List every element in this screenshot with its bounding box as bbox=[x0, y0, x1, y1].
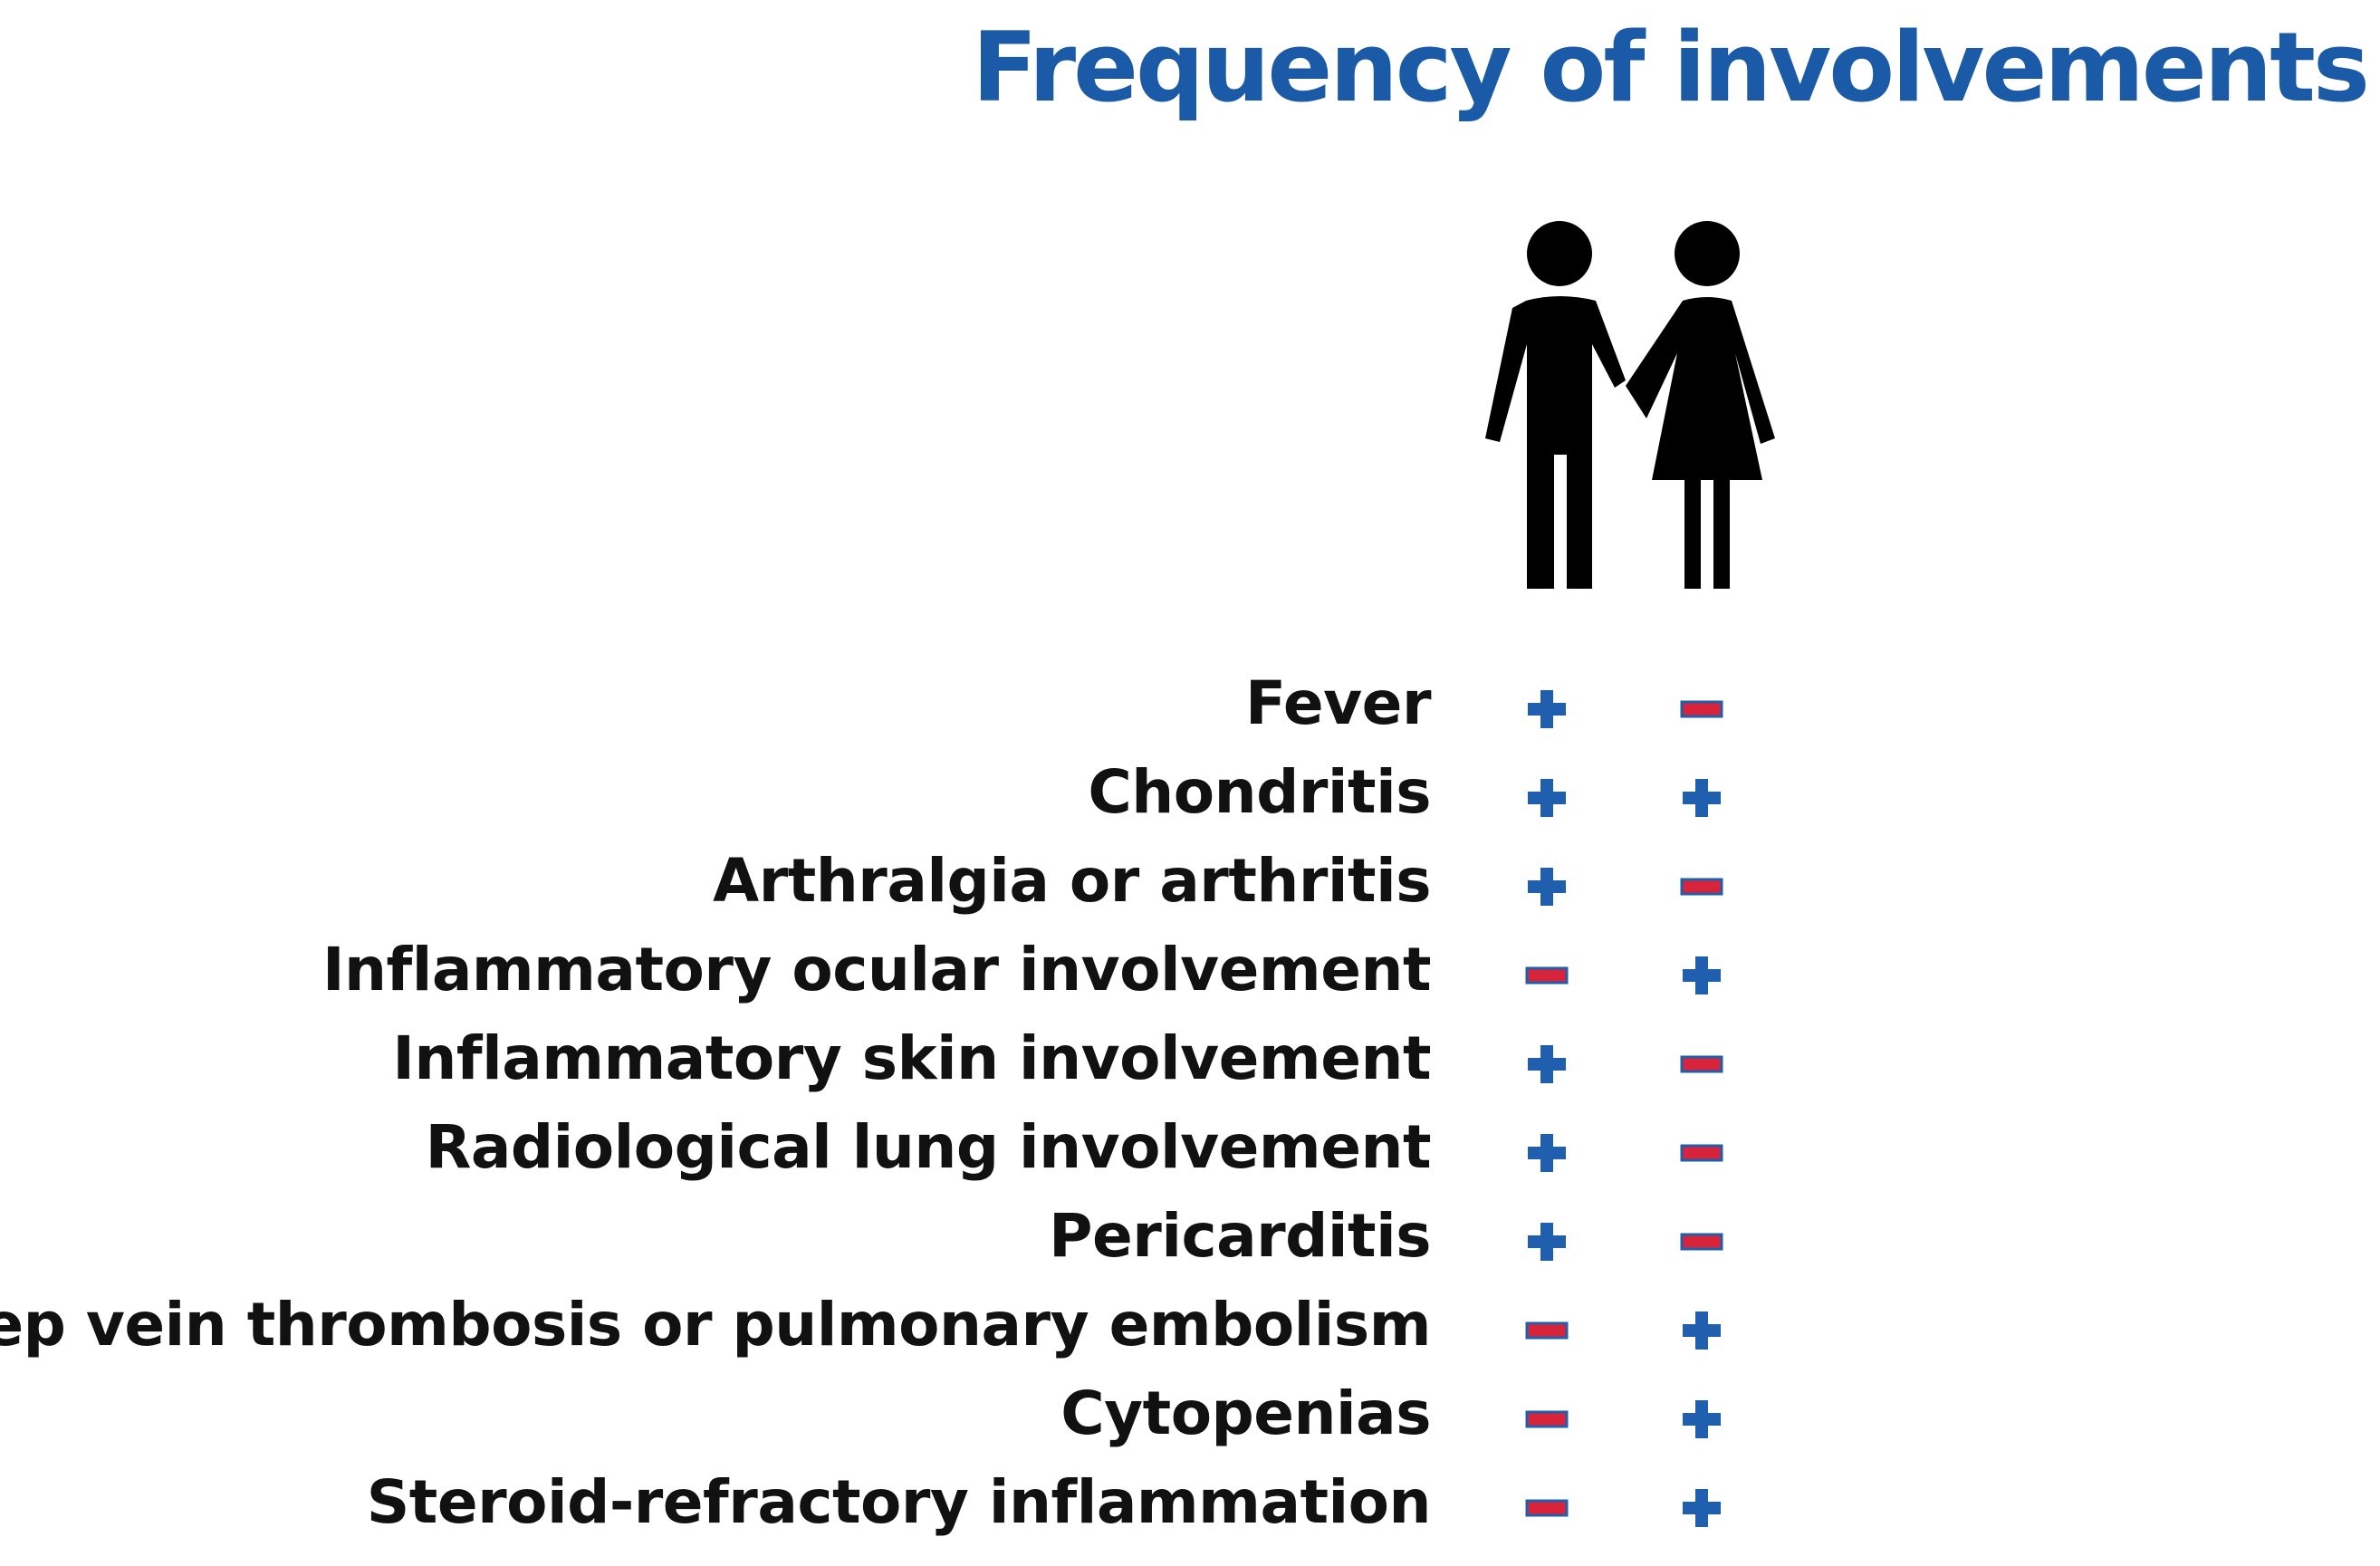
male-plus-icon bbox=[1528, 1223, 1566, 1261]
involvement-label: Fever bbox=[1244, 668, 1432, 738]
involvement-label: Steroid-refractory inflammation bbox=[366, 1467, 1432, 1537]
involvement-label: Cytopenias bbox=[1060, 1379, 1431, 1448]
male-figure-icon bbox=[1485, 221, 1626, 589]
table-row: Inflammatory ocular involvement bbox=[0, 926, 2380, 1014]
involvement-label: Pericarditis bbox=[1049, 1201, 1431, 1271]
female-minus-icon bbox=[1680, 878, 1723, 896]
female-plus-icon bbox=[1683, 1489, 1721, 1527]
table-row: Inflammatory skin involvement bbox=[0, 1014, 2380, 1103]
male-minus-icon bbox=[1525, 1321, 1569, 1340]
involvement-label: Inflammatory skin involvement bbox=[392, 1023, 1431, 1093]
involvement-label: Arthralgia or arthritis bbox=[713, 846, 1431, 916]
male-plus-icon bbox=[1528, 779, 1566, 817]
male-plus-icon bbox=[1528, 690, 1566, 728]
female-plus-icon bbox=[1683, 1311, 1721, 1350]
male-minus-icon bbox=[1525, 966, 1569, 985]
involvement-label: Deep vein thrombosis or pulmonary emboli… bbox=[0, 1290, 1432, 1359]
table-row: Arthralgia or arthritis bbox=[0, 837, 2380, 926]
female-minus-icon bbox=[1680, 1055, 1723, 1073]
table-row: Cytopenias bbox=[0, 1369, 2380, 1458]
female-plus-icon bbox=[1683, 956, 1721, 994]
female-minus-icon bbox=[1680, 1144, 1723, 1162]
table-row: Fever bbox=[0, 659, 2380, 748]
couple-icon bbox=[1485, 221, 1775, 589]
involvement-label: Inflammatory ocular involvement bbox=[321, 935, 1432, 1004]
male-plus-icon bbox=[1528, 868, 1566, 906]
involvement-label: Chondritis bbox=[1088, 757, 1431, 827]
female-figure-icon bbox=[1626, 221, 1775, 589]
female-plus-icon bbox=[1683, 1400, 1721, 1438]
male-plus-icon bbox=[1528, 1134, 1566, 1172]
table-row: Deep vein thrombosis or pulmonary emboli… bbox=[0, 1281, 2380, 1369]
table-row: Steroid-refractory inflammation bbox=[0, 1458, 2380, 1547]
female-plus-icon bbox=[1683, 779, 1721, 817]
male-minus-icon bbox=[1525, 1499, 1569, 1517]
table-row: Pericarditis bbox=[0, 1192, 2380, 1281]
female-minus-icon bbox=[1680, 1233, 1723, 1251]
table-row: Radiological lung involvement bbox=[0, 1103, 2380, 1192]
table-row: Chondritis bbox=[0, 748, 2380, 837]
male-plus-icon bbox=[1528, 1045, 1566, 1083]
involvement-label: Radiological lung involvement bbox=[425, 1112, 1432, 1182]
female-minus-icon bbox=[1680, 700, 1723, 718]
male-minus-icon bbox=[1525, 1410, 1569, 1428]
page-title: Frequency of involvements bbox=[972, 12, 2370, 123]
